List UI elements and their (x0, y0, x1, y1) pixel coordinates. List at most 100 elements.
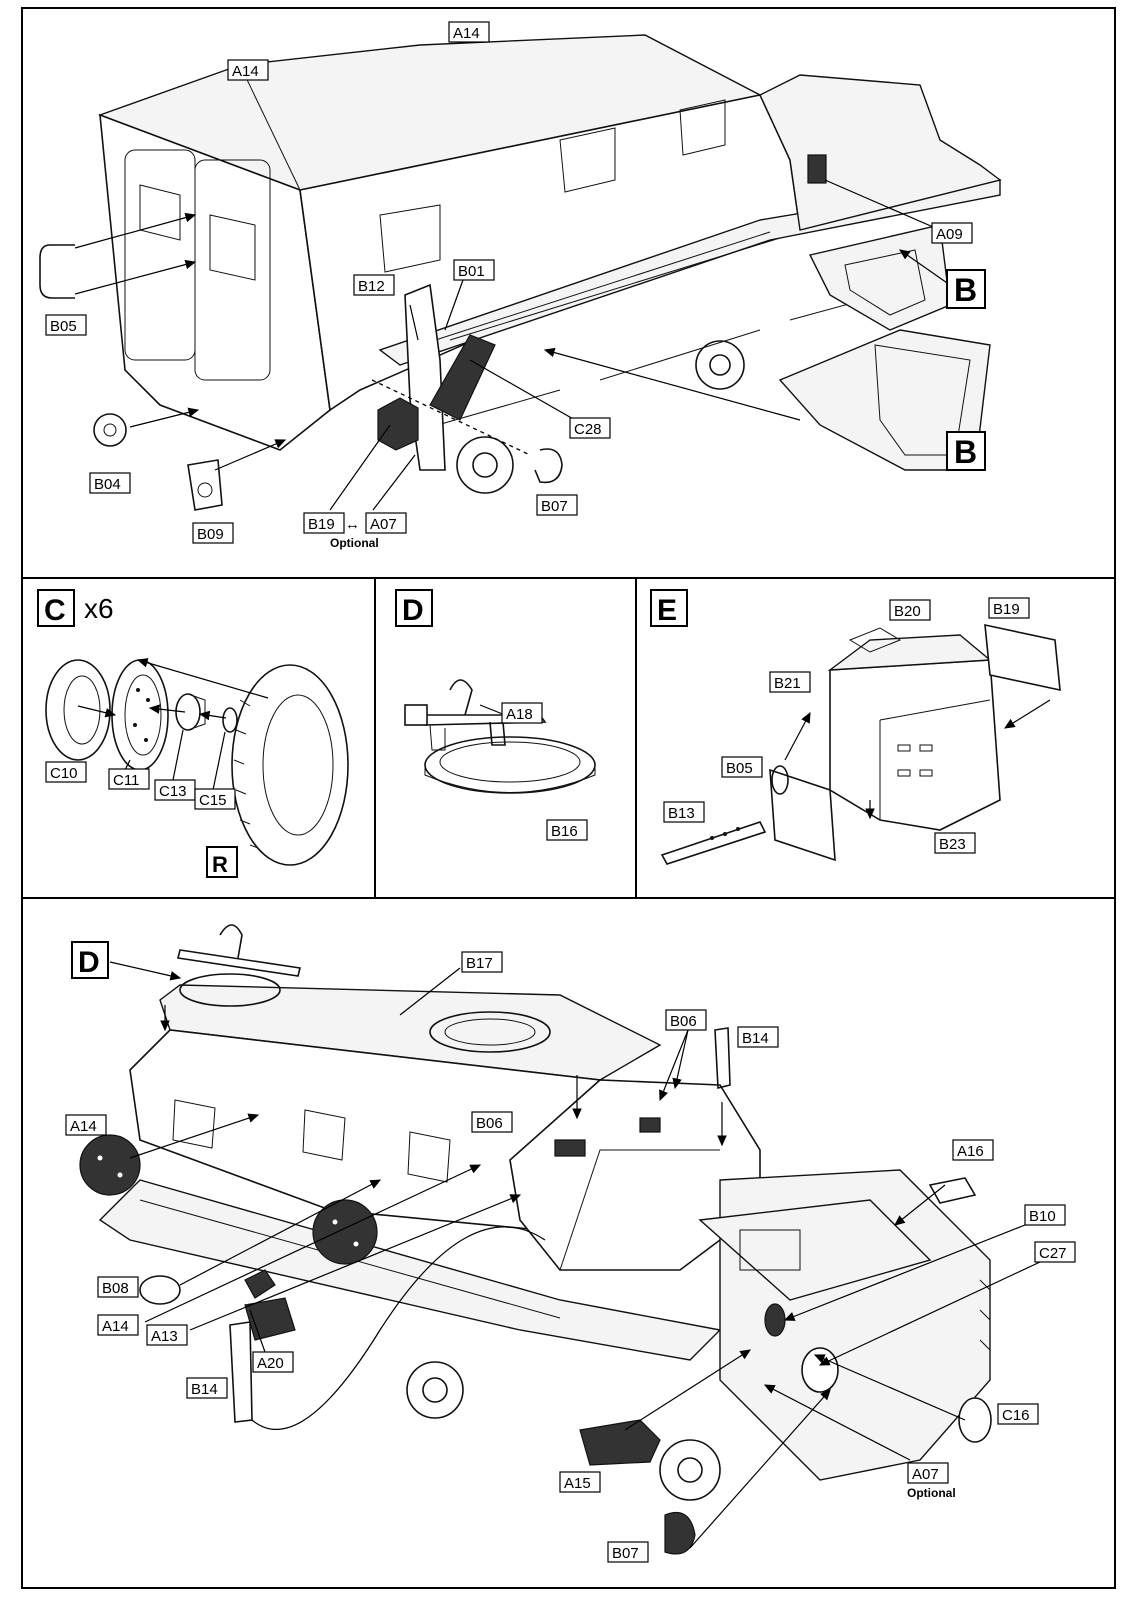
label-R: R (206, 846, 238, 878)
label-B06-top: B06 (665, 1009, 707, 1031)
svg-text:B13: B13 (668, 805, 695, 822)
label-B10: B10 (1024, 1204, 1066, 1226)
label-A14-top-center: A14 (448, 21, 490, 43)
svg-text:B07: B07 (541, 498, 568, 515)
svg-text:B: B (954, 272, 977, 308)
svg-text:B19: B19 (308, 516, 335, 533)
svg-text:B06: B06 (670, 1013, 697, 1030)
svg-text:A18: A18 (506, 706, 533, 723)
label-A09: A09 (931, 222, 973, 244)
svg-text:B20: B20 (894, 603, 921, 620)
svg-text:B: B (954, 434, 977, 470)
svg-text:A14: A14 (453, 25, 480, 42)
step-E-header: E (650, 589, 688, 627)
label-C11: C11 (108, 768, 150, 790)
svg-text:E: E (657, 594, 677, 627)
label-B17: B17 (461, 951, 503, 973)
top-leader-lines (74, 179, 951, 511)
step-ref-B-bottom: B (946, 431, 986, 471)
svg-text:B21: B21 (774, 675, 801, 692)
label-B05-e: B05 (721, 756, 763, 778)
svg-text:B23: B23 (939, 836, 966, 853)
panel-frames (21, 7, 1116, 1589)
label-A07-top: A07 (365, 512, 407, 534)
label-C15: C15 (194, 788, 236, 810)
step-ref-D-bottom: D (71, 941, 109, 979)
svg-text:B05: B05 (50, 318, 77, 335)
label-B23: B23 (934, 832, 976, 854)
label-A14-bottom: A14 (97, 1314, 139, 1336)
svg-text:B06: B06 (476, 1115, 503, 1132)
step-ref-B-top: B (946, 269, 986, 309)
label-C28: C28 (569, 417, 611, 439)
label-A13: A13 (146, 1324, 188, 1346)
svg-text:A14: A14 (102, 1318, 129, 1335)
svg-text:A13: A13 (151, 1328, 178, 1345)
panel-C-wheel: C x6 (37, 589, 349, 866)
label-B07-top: B07 (536, 494, 578, 516)
optional-note-top: Optional (330, 536, 379, 550)
label-A20: A20 (252, 1351, 294, 1373)
label-A15: A15 (559, 1471, 601, 1493)
svg-text:B14: B14 (742, 1030, 769, 1047)
svg-text:B16: B16 (551, 823, 578, 840)
label-C16: C16 (997, 1403, 1039, 1425)
svg-text:D: D (78, 946, 100, 979)
svg-text:B08: B08 (102, 1280, 129, 1297)
svg-text:A14: A14 (232, 63, 259, 80)
label-B14-top: B14 (737, 1026, 779, 1048)
label-B05-top: B05 (45, 314, 87, 336)
svg-text:C10: C10 (50, 765, 78, 782)
svg-text:B09: B09 (197, 526, 224, 543)
label-A07-bottom: A07 (907, 1462, 949, 1484)
svg-text:B07: B07 (612, 1545, 639, 1562)
label-B12: B12 (353, 274, 395, 296)
panel-C-labels: C10 C11 C13 C15 R (45, 761, 238, 878)
svg-text:C28: C28 (574, 421, 602, 438)
label-A14-left: A14 (65, 1114, 107, 1136)
svg-text:A20: A20 (257, 1355, 284, 1372)
label-B04: B04 (89, 472, 131, 494)
svg-text:A07: A07 (370, 516, 397, 533)
svg-text:B14: B14 (191, 1381, 218, 1398)
svg-text:B01: B01 (458, 263, 485, 280)
svg-text:A07: A07 (912, 1466, 939, 1483)
svg-text:B19: B19 (993, 601, 1020, 618)
optional-note-bottom: Optional (907, 1486, 956, 1500)
step-C-multiplier: x6 (84, 593, 114, 624)
svg-text:A16: A16 (957, 1143, 984, 1160)
label-B13: B13 (663, 801, 705, 823)
top-labels: A14 A14 B05 B12 B01 A09 C28 B04 B09 B19 … (45, 21, 986, 550)
svg-text:B17: B17 (466, 955, 493, 972)
swap-arrow: ↔ (345, 516, 360, 533)
svg-text:A09: A09 (936, 226, 963, 243)
panel-E-labels: B20 B19 B21 B05 B13 B23 (663, 597, 1030, 854)
label-B08: B08 (97, 1276, 139, 1298)
label-B21: B21 (769, 671, 811, 693)
svg-text:R: R (212, 852, 228, 877)
svg-text:B12: B12 (358, 278, 385, 295)
label-B14-bottom: B14 (186, 1377, 228, 1399)
label-B06-center: B06 (471, 1111, 513, 1133)
label-B07-bottom: B07 (607, 1541, 649, 1563)
label-A14-top-left: A14 (227, 59, 269, 81)
step-D-header: D (395, 589, 433, 627)
svg-text:C16: C16 (1002, 1407, 1030, 1424)
svg-text:C11: C11 (113, 772, 139, 789)
svg-text:A14: A14 (70, 1118, 97, 1135)
label-A18: A18 (501, 702, 543, 724)
label-B09: B09 (192, 522, 234, 544)
label-C13: C13 (154, 779, 196, 801)
panel-D-gun-ring: D (395, 589, 596, 794)
label-B20: B20 (889, 599, 931, 621)
label-C10: C10 (45, 761, 87, 783)
svg-text:B04: B04 (94, 476, 121, 493)
svg-text:D: D (402, 594, 424, 627)
svg-text:A15: A15 (564, 1475, 591, 1492)
bottom-leader-lines (109, 961, 1041, 1549)
panel-E-superstructure: E (650, 589, 1061, 865)
label-B16: B16 (546, 819, 588, 841)
label-C27: C27 (1034, 1241, 1076, 1263)
label-A16: A16 (952, 1139, 994, 1161)
label-B19-top: B19 (303, 512, 345, 534)
